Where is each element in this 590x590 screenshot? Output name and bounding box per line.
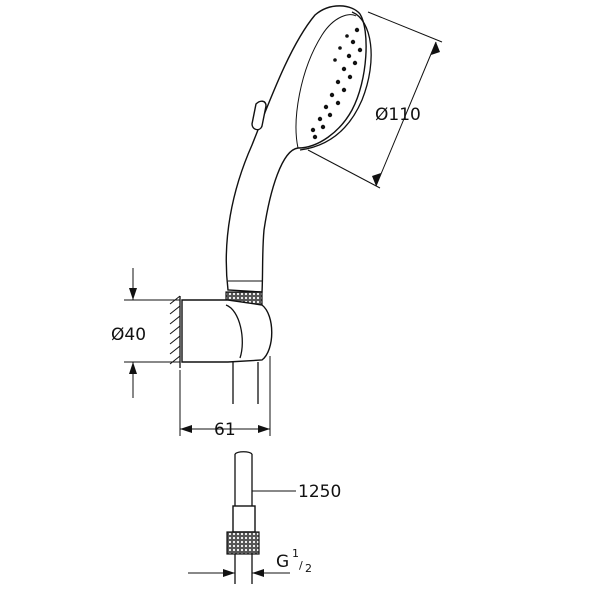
label-thread-prefix: G (276, 552, 289, 572)
holder-body (181, 299, 273, 363)
spray-nozzles (310, 27, 363, 140)
dimension-holder-depth: 61 (179, 356, 271, 440)
hose-end (226, 451, 260, 584)
threaded-connector-nut (226, 531, 260, 555)
label-thread-slash: / (299, 559, 303, 572)
wall-hatching (169, 295, 181, 365)
dimension-thread: G 1 / 2 (188, 547, 312, 577)
holder-cup (225, 304, 243, 359)
label-hose-length: 1250 (298, 482, 341, 502)
shower-head-rim (295, 14, 357, 149)
dimension-spray-diameter: Ø110 (307, 11, 443, 189)
spray-selector-button (251, 100, 267, 131)
label-holder-diameter: Ø40 (111, 325, 146, 345)
label-thread-numerator: 1 (292, 547, 299, 560)
wall-holder (169, 295, 273, 404)
shower-handle (225, 5, 367, 293)
dimension-hose-length: 1250 (252, 482, 341, 502)
spray-face (299, 11, 372, 151)
hand-shower (225, 5, 372, 309)
label-thread-denominator: 2 (305, 562, 312, 575)
dimension-holder-diameter: Ø40 (111, 268, 180, 398)
label-holder-depth: 61 (214, 420, 236, 440)
label-spray-diameter: Ø110 (375, 105, 421, 125)
hose-ferrule (232, 505, 256, 533)
